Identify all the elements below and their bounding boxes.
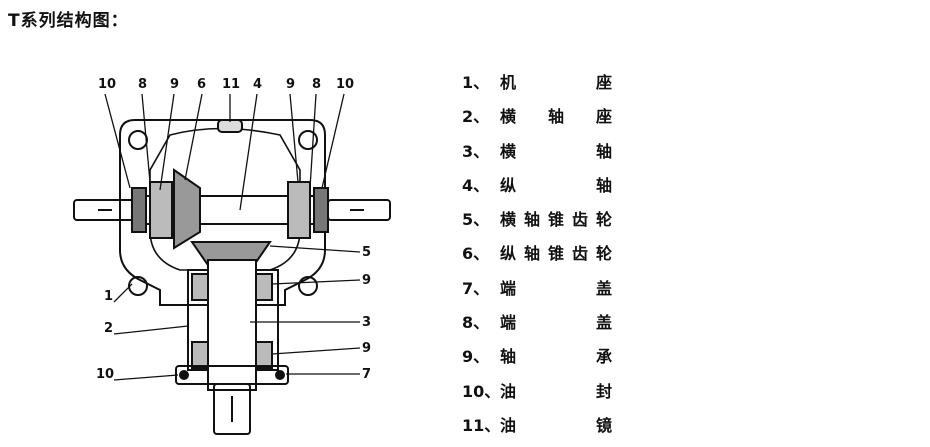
legend-char: 横 <box>500 210 517 230</box>
legend-part-name: 机座 <box>500 66 612 100</box>
callout-top-3: 9 <box>170 77 179 92</box>
legend-item: 9、轴承 <box>462 340 612 374</box>
legend-number: 8、 <box>462 313 490 333</box>
legend-part-name: 横轴锥齿轮 <box>500 203 612 237</box>
vertical-bearing-upper-r <box>255 273 273 301</box>
legend-char: 承 <box>595 347 612 367</box>
legend-item: 1、机座 <box>462 66 612 100</box>
bolt-hole-bottom-left <box>128 276 148 296</box>
legend-char: 盖 <box>595 278 612 298</box>
diagram-title: T系列结构图： <box>8 11 129 31</box>
legend-item: 3、横轴 <box>462 135 612 169</box>
legend-number: 10、 <box>462 381 501 401</box>
callout-top-5: 11 <box>222 77 240 92</box>
callout-right-3: 3 <box>362 315 371 330</box>
callout-top-7: 9 <box>286 77 295 92</box>
gearbox-cross-section-diagram: 10 8 9 6 11 4 9 8 10 5 9 3 9 7 1 2 10 <box>73 77 391 435</box>
legend-part-name: 端盖 <box>500 306 612 340</box>
legend-number: 3、 <box>462 141 490 161</box>
bolt-hole-top-right <box>298 130 318 150</box>
callout-top-9: 10 <box>336 77 354 92</box>
bevel-gear-horizontal <box>173 168 201 250</box>
legend-item: 10、油封 <box>462 375 612 409</box>
housing-outline <box>119 119 326 306</box>
legend-char: 轮 <box>595 244 612 264</box>
vertical-shaft-body <box>207 259 257 391</box>
legend-item: 2、横 轴 座 <box>462 100 612 134</box>
oil-seal-left <box>131 187 147 233</box>
vertical-bearing-upper <box>191 273 209 301</box>
callout-right-2: 9 <box>362 273 371 288</box>
legend-char: 封 <box>595 381 612 401</box>
callout-top-4: 6 <box>197 77 206 92</box>
legend-item: 7、端盖 <box>462 272 612 306</box>
vertical-shaft-output <box>213 383 251 435</box>
legend-char: 端 <box>500 313 517 333</box>
legend-part-name: 轴承 <box>500 340 612 374</box>
legend-number: 1、 <box>462 73 490 92</box>
callout-left-1: 1 <box>104 289 113 304</box>
legend-char: 轴 <box>500 347 517 367</box>
legend-number: 11、 <box>462 415 501 435</box>
legend-number: 5、 <box>462 210 490 230</box>
legend-char: 轮 <box>595 210 612 230</box>
legend-number: 7、 <box>462 278 490 298</box>
legend-char: 油 <box>500 415 517 435</box>
legend-part-name: 横轴 <box>500 135 612 169</box>
legend-char: 油 <box>500 381 517 401</box>
legend-part-name: 油封 <box>500 375 612 409</box>
legend-char: 纵 <box>500 244 517 264</box>
legend-char: 锥 <box>547 210 564 230</box>
legend-item: 6、纵轴锥齿轮 <box>462 237 612 271</box>
legend-item: 11、油镜 <box>462 409 612 443</box>
legend-char: 轴 <box>523 244 540 264</box>
legend-char: 座 <box>595 107 612 127</box>
legend-char: 镜 <box>595 415 612 435</box>
oil-seal-right <box>313 187 329 233</box>
bolt-hole-bottom-right <box>298 276 318 296</box>
legend-part-name: 纵轴 <box>500 169 612 203</box>
legend-item: 5、横轴锥齿轮 <box>462 203 612 237</box>
legend-char: 轴 <box>523 210 540 230</box>
legend-part-name: 横轴座 <box>500 100 612 134</box>
callout-top-8: 8 <box>312 77 321 92</box>
legend-char: 机 <box>500 73 517 92</box>
legend-char: 锥 <box>547 244 564 264</box>
callout-left-2: 2 <box>104 321 113 336</box>
legend-item: 8、端盖 <box>462 306 612 340</box>
legend-char: 横 <box>500 141 517 161</box>
vertical-bearing-lower-r <box>255 341 273 369</box>
legend-char: 座 <box>595 73 612 92</box>
callout-top-2: 8 <box>138 77 147 92</box>
legend-part-name: 纵轴锥齿轮 <box>500 237 612 271</box>
vertical-bearing-lower <box>191 341 209 369</box>
callout-right-1: 5 <box>362 245 371 260</box>
legend-char: 轴 <box>595 175 612 195</box>
legend-char: 纵 <box>500 175 517 195</box>
legend-part-name: 端盖 <box>500 272 612 306</box>
legend-item: 4、纵轴 <box>462 169 612 203</box>
legend-number: 9、 <box>462 347 490 367</box>
legend-part-name: 油镜 <box>500 409 612 443</box>
callout-top-6: 4 <box>253 77 262 92</box>
legend-number: 6、 <box>462 244 490 264</box>
legend-number: 2、 <box>462 107 490 127</box>
bearing-left <box>149 181 173 239</box>
legend-char: 盖 <box>595 313 612 333</box>
callout-right-4: 9 <box>362 341 371 356</box>
callout-right-5: 7 <box>362 367 371 382</box>
legend-char: 横 <box>500 107 517 127</box>
callout-top-1: 10 <box>98 77 116 92</box>
callout-left-3: 10 <box>96 367 114 382</box>
legend-char: 轴 <box>547 107 564 127</box>
bearing-right <box>287 181 311 239</box>
bolt-hole-top-left <box>128 130 148 150</box>
legend-char: 端 <box>500 278 517 298</box>
legend-number: 4、 <box>462 175 490 195</box>
legend-char: 齿 <box>571 244 588 264</box>
legend-char: 轴 <box>595 141 612 161</box>
legend-char: 齿 <box>571 210 588 230</box>
